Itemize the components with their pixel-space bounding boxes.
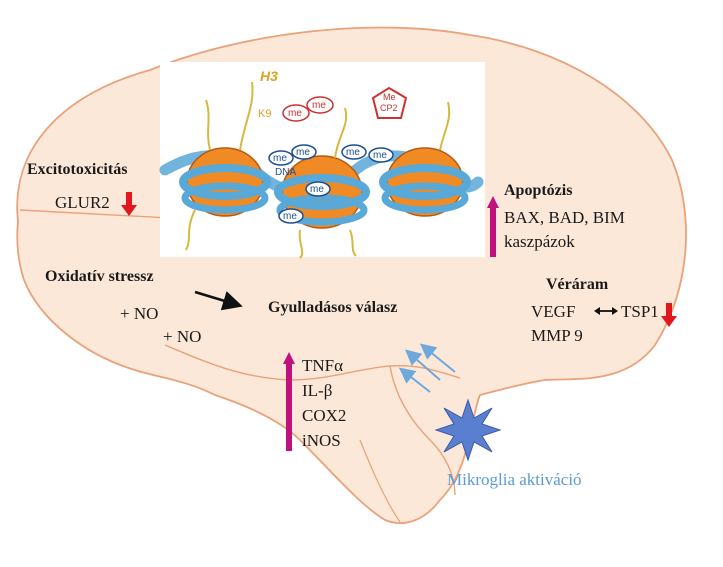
microglia-label: Mikroglia aktiváció bbox=[447, 470, 582, 489]
me-circle-blue-4 bbox=[368, 147, 394, 163]
brain-fold-temporal bbox=[164, 344, 461, 381]
me-label-blue-1: me bbox=[273, 153, 287, 164]
glur2-down-arrow bbox=[121, 192, 137, 216]
me-circle-blue-2 bbox=[291, 144, 317, 160]
me-circle-red-1 bbox=[282, 104, 310, 122]
inflammation-item-inos: iNOS bbox=[302, 431, 341, 450]
mecp2-label-line2: CP2 bbox=[380, 103, 398, 113]
apoptosis-up-arrow bbox=[487, 196, 499, 257]
mmp9-label: MMP 9 bbox=[531, 326, 583, 345]
mecp2-pentagon bbox=[371, 86, 408, 119]
nucleosome-1 bbox=[179, 147, 271, 217]
h3-label: H3 bbox=[260, 68, 278, 84]
me-label-blue-6: me bbox=[283, 211, 297, 222]
no-label-2: + NO bbox=[163, 327, 202, 346]
me-circle-blue-1 bbox=[268, 150, 294, 166]
brain-fold-stem bbox=[359, 439, 401, 523]
apoptosis-line2: kaszpázok bbox=[504, 232, 575, 251]
blood-flow-title: Véráram bbox=[546, 276, 609, 293]
glur2-label: GLUR2 bbox=[55, 193, 110, 212]
microglia-arrow-2 bbox=[419, 343, 456, 373]
me-label-blue-5: me bbox=[310, 184, 324, 195]
me-label-blue-3: me bbox=[346, 147, 360, 158]
k9-label: K9 bbox=[258, 108, 272, 120]
inflammation-item-cox2: COX2 bbox=[302, 406, 347, 425]
me-label-red-2: me bbox=[312, 100, 326, 111]
microglia-star bbox=[434, 398, 502, 462]
oxidative-title: Oxidatív stressz bbox=[45, 268, 154, 285]
microglia-arrow-3 bbox=[398, 367, 431, 393]
inflammation-up-arrow bbox=[283, 352, 295, 451]
tsp1-down-arrow bbox=[661, 303, 677, 327]
me-circle-blue-3 bbox=[341, 144, 367, 160]
me-circle-blue-6 bbox=[278, 208, 304, 224]
nucleosome-chain bbox=[159, 81, 484, 259]
apoptosis-line1: BAX, BAD, BIM bbox=[504, 208, 625, 227]
inflammation-title: Gyulladásos válasz bbox=[268, 299, 398, 316]
no-label-1: + NO bbox=[120, 304, 159, 323]
apoptosis-title: Apoptózis bbox=[504, 182, 573, 199]
mecp2-label-line1: Me bbox=[383, 92, 396, 102]
me-label-blue-2: me bbox=[296, 147, 310, 158]
tsp1-label: TSP1 bbox=[621, 302, 659, 321]
dna-label: DNA bbox=[275, 167, 297, 178]
vegf-label: VEGF bbox=[531, 302, 576, 321]
inflammation-item-il: IL-β bbox=[302, 381, 333, 400]
me-circle-red-2 bbox=[306, 96, 334, 114]
vegf-tsp1-double-arrow bbox=[594, 307, 618, 315]
oxidative-arrow bbox=[194, 290, 243, 311]
me-label-blue-4: me bbox=[373, 150, 387, 161]
nucleosome-3 bbox=[379, 147, 471, 217]
me-circle-blue-5 bbox=[305, 181, 331, 197]
inflammation-item-tnf: TNFα bbox=[302, 356, 344, 375]
brain-fold-cerebellum bbox=[389, 365, 456, 496]
me-label-red-1: me bbox=[288, 108, 302, 119]
excitotoxicity-title: Excitotoxicitás bbox=[27, 161, 128, 178]
microglia-arrow-1 bbox=[404, 349, 441, 381]
